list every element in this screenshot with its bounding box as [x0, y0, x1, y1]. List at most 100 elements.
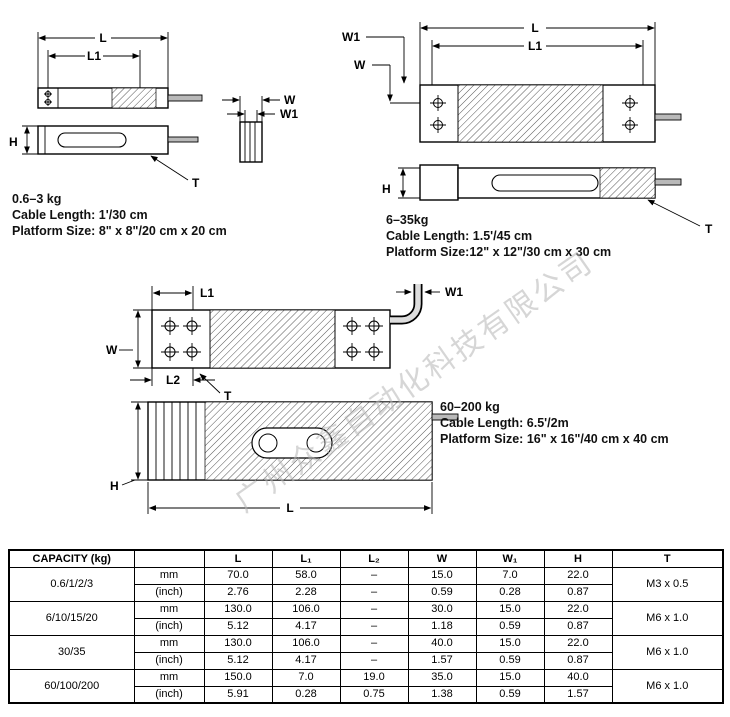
- hatched-section: [457, 84, 604, 143]
- spec-table: CAPACITY (kg) L L₁ L₂ W W₁ H T 0.6/1/2/3…: [8, 549, 724, 704]
- flexure-slot: [57, 132, 127, 148]
- column-header-w1: W₁: [475, 549, 545, 568]
- dim-label-t: T: [224, 389, 232, 403]
- column-header-t: T: [611, 549, 724, 568]
- value-cell: –: [339, 600, 409, 619]
- diagram-medium-loadcell: L L1 W1 W H: [342, 21, 713, 259]
- value-cell: 30.0: [407, 600, 477, 619]
- value-cell: 1.18: [407, 617, 477, 636]
- dim-label-t: T: [705, 222, 713, 236]
- caption-range: 60–200 kg: [440, 400, 500, 414]
- caption-platform-size: Platform Size: 16" x 16"/40 cm x 40 cm: [440, 432, 669, 446]
- capacity-cell: 30/35: [8, 634, 135, 670]
- dim-label-w1: W1: [280, 107, 298, 121]
- capacity-cell: 6/10/15/20: [8, 600, 135, 636]
- value-cell: –: [339, 651, 409, 670]
- dim-label-w: W: [284, 93, 296, 107]
- value-cell: 5.12: [203, 617, 273, 636]
- value-cell: 2.28: [271, 583, 341, 602]
- value-cell: 4.17: [271, 651, 341, 670]
- dim-label-l1: L1: [87, 49, 101, 63]
- thread-cell: M3 x 0.5: [611, 566, 724, 602]
- dim-label-h: H: [9, 135, 18, 149]
- cable: [654, 178, 682, 186]
- caption-cable-length: Cable Length: 1'/30 cm: [12, 208, 148, 222]
- value-cell: 7.0: [271, 668, 341, 687]
- value-cell: 0.75: [339, 685, 409, 704]
- value-cell: 15.0: [407, 566, 477, 585]
- thread-cell: M6 x 1.0: [611, 668, 724, 704]
- mounting-holes: [161, 317, 383, 361]
- table-row: 6/10/15/20 mm 130.0 106.0 – 30.0 15.0 22…: [8, 600, 724, 636]
- value-cell: 40.0: [543, 668, 613, 687]
- end-view-body: [239, 121, 263, 163]
- unit-cell: mm: [133, 600, 205, 619]
- cable: [654, 113, 682, 121]
- hatched-section: [209, 309, 336, 369]
- value-cell: –: [339, 583, 409, 602]
- value-cell: 15.0: [475, 668, 545, 687]
- dim-label-w: W: [106, 343, 118, 357]
- value-cell: 19.0: [339, 668, 409, 687]
- table-row: (inch) 5.91 0.28 0.75 1.38 0.59 1.57: [9, 685, 723, 704]
- value-cell: 1.57: [407, 651, 477, 670]
- side-view-mount-block: [419, 164, 459, 201]
- capacity-cell: 0.6/1/2/3: [8, 566, 135, 602]
- caption-platform-size: Platform Size:12" x 12"/30 cm x 30 cm: [386, 245, 611, 259]
- technical-drawings: L L1 H T 0.6–3 kg Cable Length: 1'/30 cm…: [9, 21, 713, 520]
- column-header-unit: [133, 549, 205, 568]
- value-cell: 130.0: [203, 634, 273, 653]
- unit-cell: (inch): [133, 651, 205, 670]
- table-row: (inch) 5.12 4.17 – 1.57 0.59 0.87: [9, 651, 723, 670]
- value-cell: 22.0: [543, 566, 613, 585]
- unit-cell: mm: [133, 634, 205, 653]
- unit-cell: mm: [133, 668, 205, 687]
- cable: [167, 136, 199, 143]
- value-cell: 0.59: [407, 583, 477, 602]
- value-cell: 5.91: [203, 685, 273, 704]
- value-cell: 2.76: [203, 583, 273, 602]
- dim-label-l1: L1: [528, 39, 542, 53]
- value-cell: –: [339, 634, 409, 653]
- value-cell: 106.0: [271, 634, 341, 653]
- value-cell: 0.87: [543, 617, 613, 636]
- unit-cell: (inch): [133, 685, 205, 704]
- value-cell: 150.0: [203, 668, 273, 687]
- value-cell: 1.38: [407, 685, 477, 704]
- column-header-l: L: [203, 549, 273, 568]
- header-row: CAPACITY (kg) L L₁ L₂ W W₁ H T: [8, 549, 724, 568]
- value-cell: 58.0: [271, 566, 341, 585]
- value-cell: 22.0: [543, 634, 613, 653]
- cable: [167, 94, 203, 102]
- caption-platform-size: Platform Size: 8" x 8"/20 cm x 20 cm: [12, 224, 227, 238]
- caption-range: 0.6–3 kg: [12, 192, 61, 206]
- dim-label-l: L: [99, 31, 106, 45]
- value-cell: 0.59: [475, 651, 545, 670]
- unit-cell: mm: [133, 566, 205, 585]
- dim-label-h: H: [382, 182, 391, 196]
- column-header-w: W: [407, 549, 477, 568]
- value-cell: 1.57: [543, 685, 613, 704]
- dim-label-l2: L2: [166, 373, 180, 387]
- dim-label-t: T: [192, 176, 200, 190]
- table-row: 60/100/200 mm 150.0 7.0 19.0 35.0 15.0 4…: [8, 668, 724, 704]
- mounting-holes: [430, 95, 638, 133]
- value-cell: 0.59: [475, 685, 545, 704]
- unit-cell: (inch): [133, 617, 205, 636]
- value-cell: 40.0: [407, 634, 477, 653]
- table-row: 30/35 mm 130.0 106.0 – 40.0 15.0 22.0 M6…: [8, 634, 724, 670]
- dim-label-w: W: [354, 58, 366, 72]
- value-cell: 22.0: [543, 600, 613, 619]
- capacity-cell: 60/100/200: [8, 668, 135, 704]
- caption-cable-length: Cable Length: 1.5'/45 cm: [386, 229, 532, 243]
- column-header-l2: L₂: [339, 549, 409, 568]
- flexure-slot: [491, 174, 599, 192]
- value-cell: 106.0: [271, 600, 341, 619]
- dim-label-l: L: [286, 501, 293, 515]
- dim-label-l: L: [531, 21, 538, 35]
- thread-cell: M6 x 1.0: [611, 600, 724, 636]
- unit-cell: (inch): [133, 583, 205, 602]
- value-cell: 0.28: [271, 685, 341, 704]
- value-cell: 0.59: [475, 617, 545, 636]
